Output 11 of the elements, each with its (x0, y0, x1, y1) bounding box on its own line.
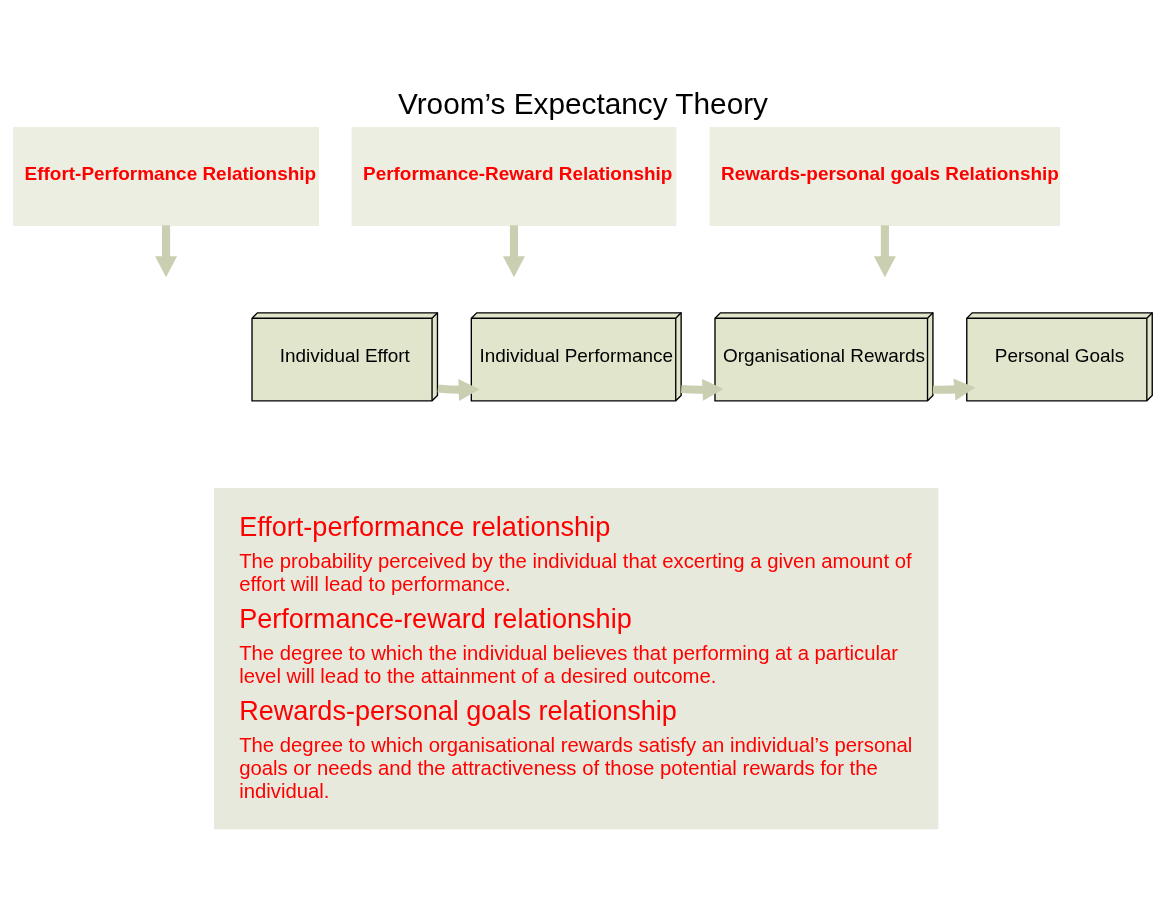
node-box: Performance-Reward Relationship (351, 127, 677, 226)
arrow (155, 225, 178, 278)
arrow (873, 225, 896, 278)
arrow (932, 378, 976, 401)
node-box: Effort-Performance Relationship (13, 127, 320, 226)
arrow (680, 378, 724, 401)
node-box: Rewards-personal goals Relationship (709, 127, 1061, 226)
node-box: Effort-performance relationship The probability perceived by the individual that excerting a given amount of effort will lead to performance. Performance-reward relationship The degree to which the individual believes that performing at a particular level will lead to the attainment of a desired outcome. Rewards-personal goals relationship The degree to which organisational rewards satisfy an individual’s personal goals or needs and the attractiveness of those potential rewards for the individual. (214, 488, 939, 830)
diagram-title: Vroom’s Expectancy Theory (397, 86, 769, 120)
arrow (503, 225, 525, 278)
arrow (437, 378, 480, 401)
